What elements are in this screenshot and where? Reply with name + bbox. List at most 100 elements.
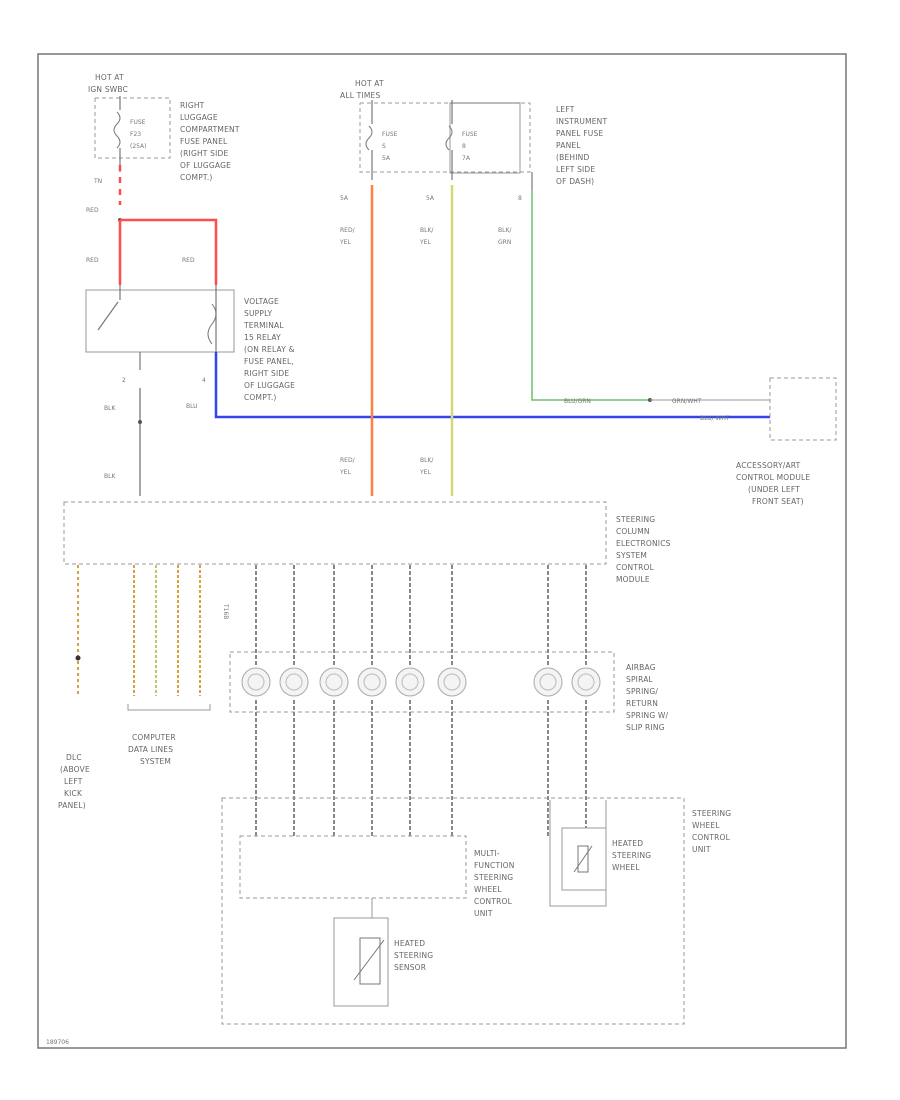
figure-id: 189706 [46, 1039, 69, 1046]
heated-wheel-box [561, 827, 607, 891]
wire-label-blk-yel-top-1: BLK/ [420, 227, 434, 234]
wire-label-red-yel-bot-1: RED/ [340, 457, 356, 464]
heated-steering-sensor: HEATED STEERING SENSOR [333, 898, 433, 1007]
relay-desc-4: 15 RELAY [244, 333, 281, 342]
wire-label-blk-yel-bot-1: BLK/ [420, 457, 434, 464]
fuse-panel-left-desc: LEFT INSTRUMENT PANEL FUSE PANEL (BEHIND… [556, 105, 607, 186]
multifunction-desc-5: CONTROL [474, 897, 513, 906]
wire-label-5a-2: 5A [426, 195, 435, 202]
dlc-desc-4: KICK [64, 789, 83, 798]
blk-grn-wire [531, 190, 650, 401]
relay-desc-7: RIGHT SIDE [244, 369, 289, 378]
relay-coil [207, 303, 217, 345]
multifunction-desc-1: MULTI- [474, 849, 500, 858]
airbag-desc-3: SPRING/ [626, 687, 658, 696]
multifunction-desc-3: STEERING [474, 873, 513, 882]
relay-desc: VOLTAGE SUPPLY TERMINAL 15 RELAY (ON REL… [243, 297, 295, 402]
steering-column-module: STEERING COLUMN ELECTRONICS SYSTEM CONTR… [63, 501, 670, 619]
relay-desc-3: TERMINAL [243, 321, 284, 330]
slip-ring-contact-4 [357, 667, 387, 697]
dlc-desc-3: LEFT [64, 777, 83, 786]
right-panel-desc-3: COMPARTMENT [180, 125, 240, 134]
steering-desc-1: STEERING [616, 515, 655, 524]
heated-sensor-arrow [353, 939, 385, 981]
spring-wires [241, 565, 601, 836]
relay-desc-8: OF LUGGAGE [244, 381, 295, 390]
fuse-f23-line3: (25A) [130, 143, 146, 150]
computer-data-lines: COMPUTER DATA LINES SYSTEM [127, 565, 211, 766]
right-panel-desc-7: COMPT.) [180, 173, 213, 182]
dlc-desc-5: PANEL) [58, 801, 86, 810]
fuse-panel-left-hot-1: HOT AT [355, 79, 384, 88]
fuse-panel-left-inner [449, 102, 521, 174]
accessory-control-module: ACCESSORY/ART CONTROL MODULE (UNDER LEFT… [736, 377, 837, 506]
fuse2-line2: 8 [462, 143, 466, 150]
airbag-desc-1: AIRBAG [626, 663, 656, 672]
fuse-symbol [113, 111, 121, 149]
slip-ring-inner-4 [363, 673, 381, 691]
slip-ring-contact-8 [571, 667, 601, 697]
multifunction-steering-wheel-unit: MULTI- FUNCTION STEERING WHEEL CONTROL U… [239, 835, 514, 918]
data-lines-desc-2: DATA LINES [128, 745, 173, 754]
accessory-desc-1: ACCESSORY/ART [736, 461, 801, 470]
fuse1-line1: FUSE [382, 131, 398, 138]
heated-wheel-element [577, 845, 589, 873]
steering-wheel-desc-3: CONTROL [692, 833, 731, 842]
multifunction-box [239, 835, 467, 899]
wire-label-blk-grn-2: GRN [498, 239, 511, 246]
accessory-desc-2: CONTROL MODULE [736, 473, 810, 482]
fuse-f23-line2: F23 [130, 131, 141, 138]
left-panel-desc-4: PANEL [556, 141, 581, 150]
connector-t16b: T16B [222, 603, 229, 619]
heated-sensor-desc-1: HEATED [394, 939, 425, 948]
blu-wire [214, 352, 770, 419]
heated-wheel-arrow [573, 845, 593, 873]
steering-module-box [63, 501, 607, 565]
steering-wheel-desc-1: STEERING [692, 809, 731, 818]
airbag-desc-2: SPIRAL [626, 675, 654, 684]
airbag-desc-6: SLIP RING [626, 723, 665, 732]
slip-ring-contact-6 [437, 667, 467, 697]
fuse2-symbol [445, 125, 453, 151]
slip-ring-contact-2 [279, 667, 309, 697]
heated-steering-wheel: HEATED STEERING WHEEL [549, 800, 651, 907]
data-lines-desc-3: SYSTEM [140, 757, 171, 766]
wire-label-5a-1: 5A [340, 195, 349, 202]
wire-label-blu-grn: BLU/GRN [564, 398, 591, 405]
diagram-border [37, 53, 847, 1049]
fuse-panel-right-desc: RIGHT LUGGAGE COMPARTMENT FUSE PANEL (RI… [180, 101, 240, 182]
slip-ring-contact-5 [395, 667, 425, 697]
slip-ring-inner-8 [577, 673, 595, 691]
wire-label-blk-yel-top-2: YEL [419, 239, 431, 246]
left-panel-desc-6: LEFT SIDE [556, 165, 595, 174]
relay-box [85, 289, 235, 353]
steering-wheel-desc-4: UNIT [692, 845, 711, 854]
relay-desc-2: SUPPLY [244, 309, 272, 318]
blk-connector [138, 420, 142, 424]
data-lines-desc-1: COMPUTER [132, 733, 176, 742]
fuse-f23-line1: FUSE [130, 119, 146, 126]
dlc-connector [75, 655, 81, 661]
spiral-spring-box [229, 651, 615, 713]
wire-label-red-3: RED [182, 257, 195, 264]
right-panel-desc-4: FUSE PANEL [180, 137, 228, 146]
relay-desc-5: (ON RELAY & [244, 345, 295, 354]
wire-label-blk-yel-bot-2: YEL [419, 469, 431, 476]
wire-label-red-yel-bot-2: YEL [339, 469, 351, 476]
accessory-box [769, 377, 837, 441]
multifunction-desc-4: WHEEL [474, 885, 502, 894]
fuse1-line2: S [382, 143, 386, 150]
dlc-desc-1: DLC [66, 753, 82, 762]
relay-desc-6: FUSE PANEL, [244, 357, 294, 366]
wire-label-red-2: RED [86, 257, 99, 264]
heated-sensor-desc-3: SENSOR [394, 963, 426, 972]
dlc-circuit: DLC (ABOVE LEFT KICK PANEL) [58, 565, 90, 810]
fuse-panel-right-hot-line1: HOT AT [95, 73, 124, 82]
relay-desc-1: VOLTAGE [244, 297, 279, 306]
steering-wheel-box [221, 797, 685, 1025]
relay-pin-2: 2 [122, 377, 126, 384]
right-luggage-fuse-panel: HOT AT IGN SWBC FUSE F23 (25A) RIGHT LUG… [88, 73, 240, 182]
wire-label-blk-grn-1: BLK/ [498, 227, 512, 234]
voltage-supply-relay: 2 4 VOLTAGE SUPPLY TERMINAL 15 RELAY (ON… [85, 285, 295, 402]
steering-wheel-control-unit: STEERING WHEEL CONTROL UNIT [221, 797, 731, 1025]
